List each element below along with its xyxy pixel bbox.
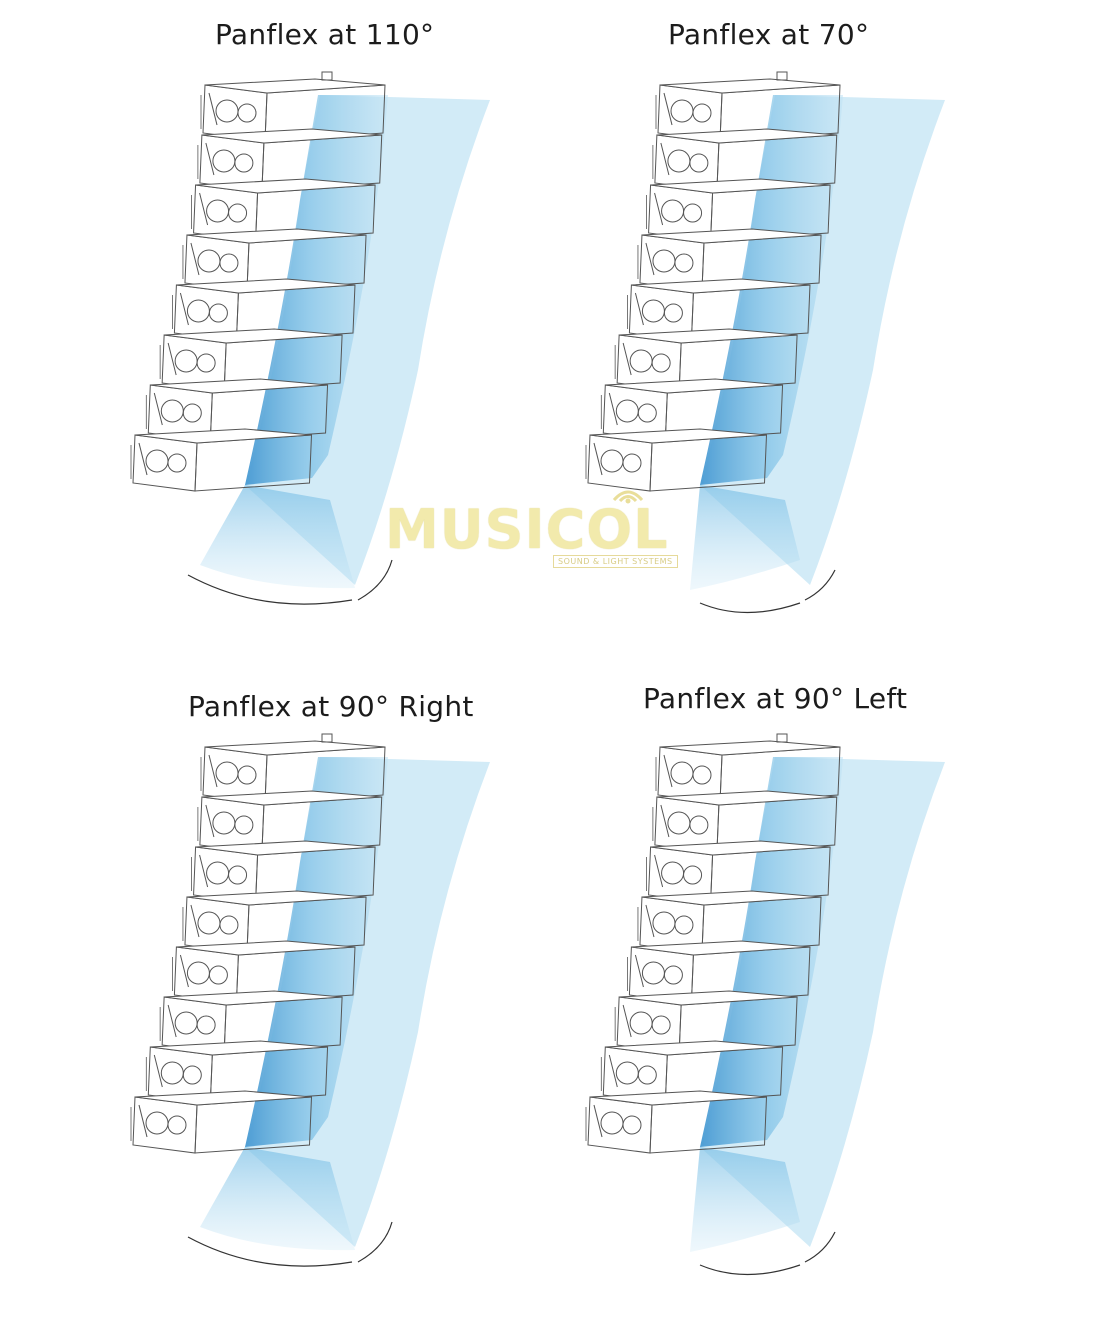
speaker-cabinet [585,428,768,492]
speaker-cabinet [130,428,313,492]
speaker-cabinet [159,990,343,1054]
speaker-array-diagram [585,733,945,1276]
diagram-panel-90-left: Panflex at 90° Left [455,662,1010,1324]
speaker-cabinet [172,940,356,1004]
angle-dimension-arcs [699,569,836,614]
speaker-cabinet [637,890,822,954]
speaker-cabinet [197,790,383,854]
speaker-cabinet [614,990,798,1054]
speaker-cabinet [655,740,841,804]
angle-dimension-arcs [699,1231,836,1276]
speaker-cabinet [614,328,798,392]
watermark-tagline: SOUND & LIGHT SYSTEMS [553,555,678,568]
diagram-panel-110: Panflex at 110° [0,0,555,662]
speaker-cabinet [600,1040,784,1104]
panel-title: Panflex at 70° [668,18,870,51]
rigging-frame [776,733,788,743]
panel-title: Panflex at 110° [215,18,435,51]
speaker-cabinet [655,78,841,142]
speaker-cabinet [200,78,386,142]
speaker-cabinet-stack [130,740,386,1154]
speaker-cabinet [600,378,784,442]
speaker-cabinet [646,178,831,242]
diagram-panel-90-right: Panflex at 90° Right [0,662,555,1324]
speaker-cabinet-stack [585,740,841,1154]
speaker-cabinet [191,840,376,904]
speaker-cabinet [585,1090,768,1154]
speaker-cabinet [197,128,383,192]
speaker-cabinet [159,328,343,392]
signal-arc-icon [612,490,644,504]
speaker-cabinet [182,228,367,292]
speaker-cabinet [652,128,838,192]
coverage-beam-lower [690,485,800,590]
speaker-array-diagram [130,733,490,1267]
speaker-cabinet [646,840,831,904]
coverage-beam-lower [200,1147,355,1251]
rigging-frame [321,733,333,743]
rigging-frame [776,71,788,81]
speaker-cabinet [182,890,367,954]
speaker-cabinet [627,940,811,1004]
speaker-cabinet [172,278,356,342]
speaker-array-diagram [585,71,945,614]
musicol-watermark: MUSICOL SOUND & LIGHT SYSTEMS [385,482,715,572]
speaker-cabinet [200,740,386,804]
speaker-cabinet [130,1090,313,1154]
rigging-frame [321,71,333,81]
speaker-cabinet-stack [585,78,841,492]
panel-title: Panflex at 90° Right [188,690,474,723]
coverage-beam-lower [200,485,355,589]
speaker-cabinet [145,1040,329,1104]
panel-title: Panflex at 90° Left [643,682,908,715]
speaker-cabinet [637,228,822,292]
speaker-cabinet [627,278,811,342]
speaker-cabinet [145,378,329,442]
speaker-array-diagram [130,71,490,605]
speaker-cabinet [191,178,376,242]
speaker-cabinet-stack [130,78,386,492]
watermark-brand: MUSICOL [385,498,669,561]
diagram-panel-70: Panflex at 70° [455,0,1010,662]
angle-dimension-arcs [187,1221,393,1267]
coverage-beam-lower [690,1147,800,1252]
angle-dimension-arcs [187,559,393,605]
